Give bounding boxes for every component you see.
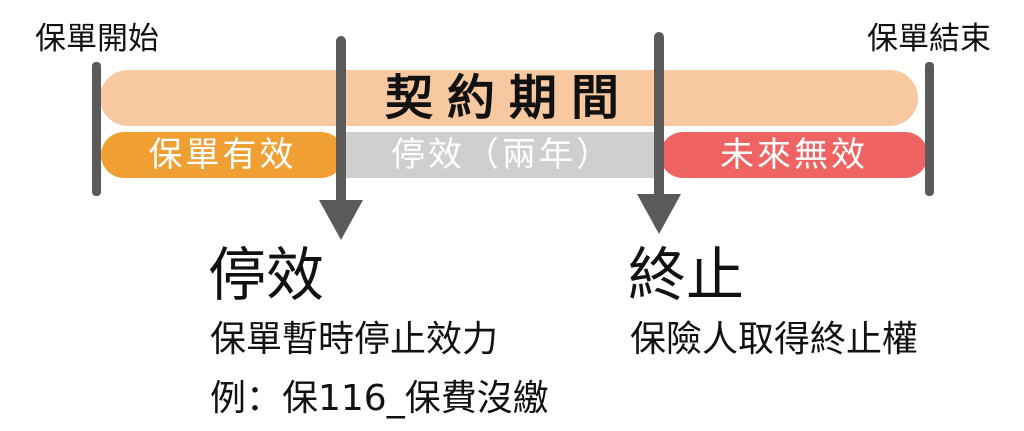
- contract-period-title: 契約期間: [384, 70, 633, 126]
- termination-description: 保險人取得終止權: [630, 319, 919, 360]
- suspension-example: 例：保116_保費沒繳: [210, 378, 549, 419]
- segment-policy-valid: 保單有效: [101, 132, 344, 178]
- segment-future-void: 未來無效: [660, 132, 928, 178]
- termination-title: 終止: [628, 241, 745, 309]
- suspension-title: 停效: [208, 241, 325, 309]
- policy-end-label: 保單結束: [867, 21, 991, 57]
- termination-arrow-head: [637, 194, 681, 234]
- segment-suspended-two-years: 停效（兩年）: [344, 132, 660, 178]
- suspension-description: 保單暫時停止效力: [210, 319, 499, 360]
- contract-period-bar: [100, 70, 918, 126]
- policy-start-label: 保單開始: [35, 21, 159, 57]
- termination-arrow-line: [654, 32, 664, 200]
- suspension-arrow-line: [336, 36, 346, 206]
- end-marker: [925, 62, 934, 196]
- suspension-arrow-head: [319, 200, 363, 240]
- start-marker: [92, 62, 101, 196]
